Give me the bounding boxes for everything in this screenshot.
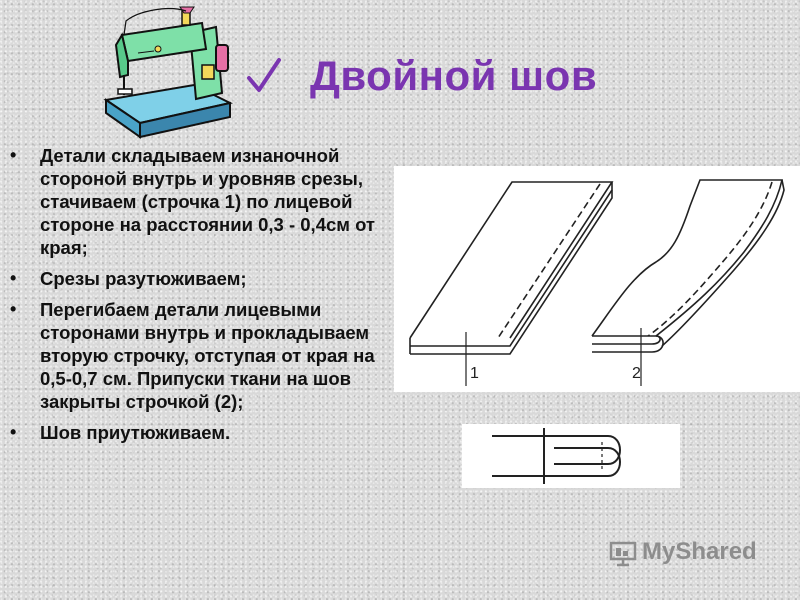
seam-cross-section bbox=[462, 424, 680, 488]
list-item: Шов приутюживаем. bbox=[10, 421, 402, 444]
label-2: 2 bbox=[632, 365, 641, 382]
sewing-machine-icon bbox=[98, 5, 238, 145]
label-1: 1 bbox=[470, 365, 479, 382]
list-item: Срезы разутюживаем; bbox=[10, 267, 402, 290]
bullet-list: Детали складываем изнаночной стороной вн… bbox=[10, 144, 402, 452]
watermark-text: MyShared bbox=[642, 538, 757, 565]
list-item: Перегибаем детали лицевыми сторонами вну… bbox=[10, 298, 402, 413]
presentation-icon bbox=[609, 541, 637, 567]
list-item: Детали складываем изнаночной стороной вн… bbox=[10, 144, 402, 259]
watermark: MyShared bbox=[608, 537, 757, 567]
page-title: Двойной шов bbox=[310, 52, 598, 99]
seam-diagram: 1 2 bbox=[394, 166, 800, 392]
checkmark-icon bbox=[246, 56, 282, 101]
